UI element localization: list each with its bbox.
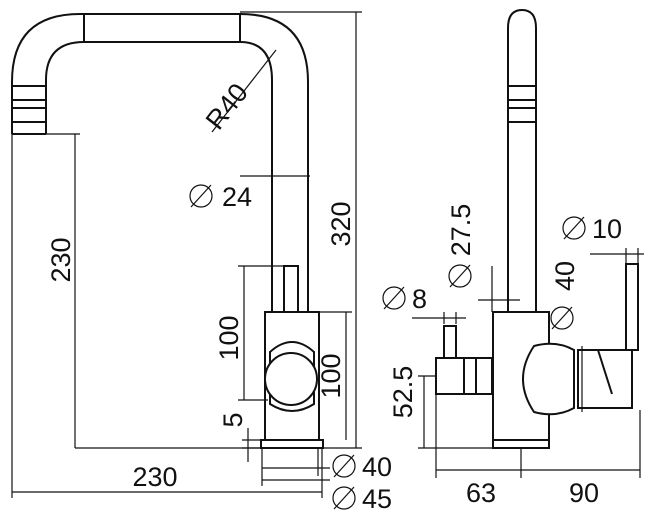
side-lever-body	[577, 349, 633, 409]
dim-bend-radius: R40	[200, 78, 254, 136]
diameter-icon	[382, 286, 406, 310]
diameter-icon	[448, 264, 472, 288]
dim-right-depth: 90	[569, 478, 599, 508]
diameter-icon	[189, 184, 213, 208]
base-ring	[260, 439, 324, 449]
diameter-icon	[550, 306, 574, 330]
diameter-icon	[562, 216, 586, 240]
dim-lever-height: 100	[214, 315, 244, 360]
aerator-band-2	[11, 107, 47, 123]
dim-total-height: 320	[326, 201, 356, 246]
dim-lever-diameter: 10	[592, 214, 622, 244]
side-aerator-band-1	[507, 85, 537, 101]
front-view-dimensions: 230 230 320 R40 24 100 100 5	[11, 11, 392, 514]
dim-outlet-height: 52.5	[388, 366, 418, 419]
handle-cap	[264, 352, 318, 406]
front-view-faucet	[11, 13, 324, 449]
dim-base-inner: 40	[362, 452, 392, 482]
aerator-band-1	[11, 85, 47, 101]
dim-total-width: 230	[132, 462, 177, 492]
side-handle-knob	[522, 342, 575, 416]
dim-base-outer: 45	[362, 484, 392, 514]
side-aerator-band-2	[507, 107, 537, 123]
side-view-dimensions: 27.5 8 10 40 52.5 63 90	[382, 204, 644, 508]
diameter-icon	[332, 486, 356, 510]
dim-handle-diameter: 40	[550, 261, 580, 291]
spout-tube-outer	[11, 13, 309, 312]
dim-spout-diameter: 24	[222, 182, 252, 212]
dim-spout-height: 230	[46, 237, 76, 282]
spout-tube-inner	[45, 41, 273, 312]
diameter-icon	[332, 454, 356, 478]
dim-body-diameter: 27.5	[446, 204, 476, 257]
side-pin	[443, 325, 457, 359]
dim-base-step: 5	[218, 412, 248, 427]
side-view-faucet	[435, 8, 639, 449]
side-spout	[507, 8, 537, 312]
side-lever-rod	[625, 263, 639, 351]
dim-left-depth: 63	[466, 478, 496, 508]
dim-body-height: 100	[316, 353, 346, 398]
side-base	[492, 439, 550, 449]
dim-pin-diameter: 8	[412, 284, 427, 314]
